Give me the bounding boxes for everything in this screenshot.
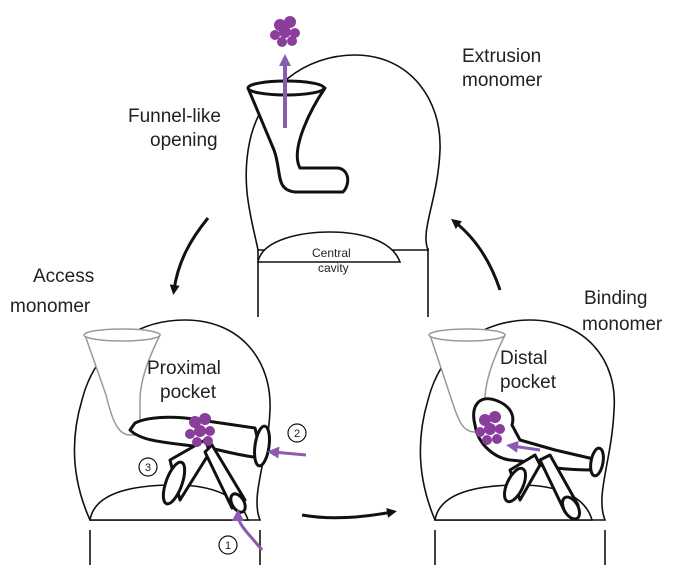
binding-monomer: Distal pocket Binding monomer	[420, 288, 663, 565]
cycle-arrow-left	[174, 218, 208, 290]
distal-label-1: Distal	[500, 348, 548, 369]
svg-text:2: 2	[294, 428, 300, 440]
extrusion-label-1: Extrusion	[462, 46, 541, 67]
proximal-label-2: pocket	[160, 382, 217, 403]
cycle-arrow-right	[455, 222, 500, 290]
access-label-2: monomer	[10, 296, 91, 317]
proximal-label-1: Proximal	[147, 358, 221, 379]
funnel-label-1: Funnel-like	[128, 106, 221, 127]
central-cavity-label-1: Central	[312, 246, 351, 260]
binding-label-1: Binding	[584, 288, 647, 309]
entry-marker-3: 3	[139, 458, 157, 476]
distal-label-2: pocket	[500, 372, 557, 393]
access-monomer: Proximal pocket Access monomer 2 3 1	[10, 266, 306, 565]
svg-text:3: 3	[145, 462, 151, 474]
extrusion-label-2: monomer	[462, 70, 543, 91]
funnel-label-2: opening	[150, 130, 218, 151]
extrusion-monomer: Central cavity Funnel-like opening Extru…	[128, 16, 543, 317]
svg-text:1: 1	[225, 540, 231, 552]
access-label-1: Access	[33, 266, 94, 287]
substrate-molecule	[270, 16, 300, 47]
central-cavity-label-2: cavity	[318, 261, 349, 275]
binding-label-2: monomer	[582, 314, 663, 335]
cycle-arrow-bottom	[302, 512, 392, 518]
entry-marker-2: 2	[288, 424, 306, 442]
entry-marker-1: 1	[219, 536, 237, 554]
